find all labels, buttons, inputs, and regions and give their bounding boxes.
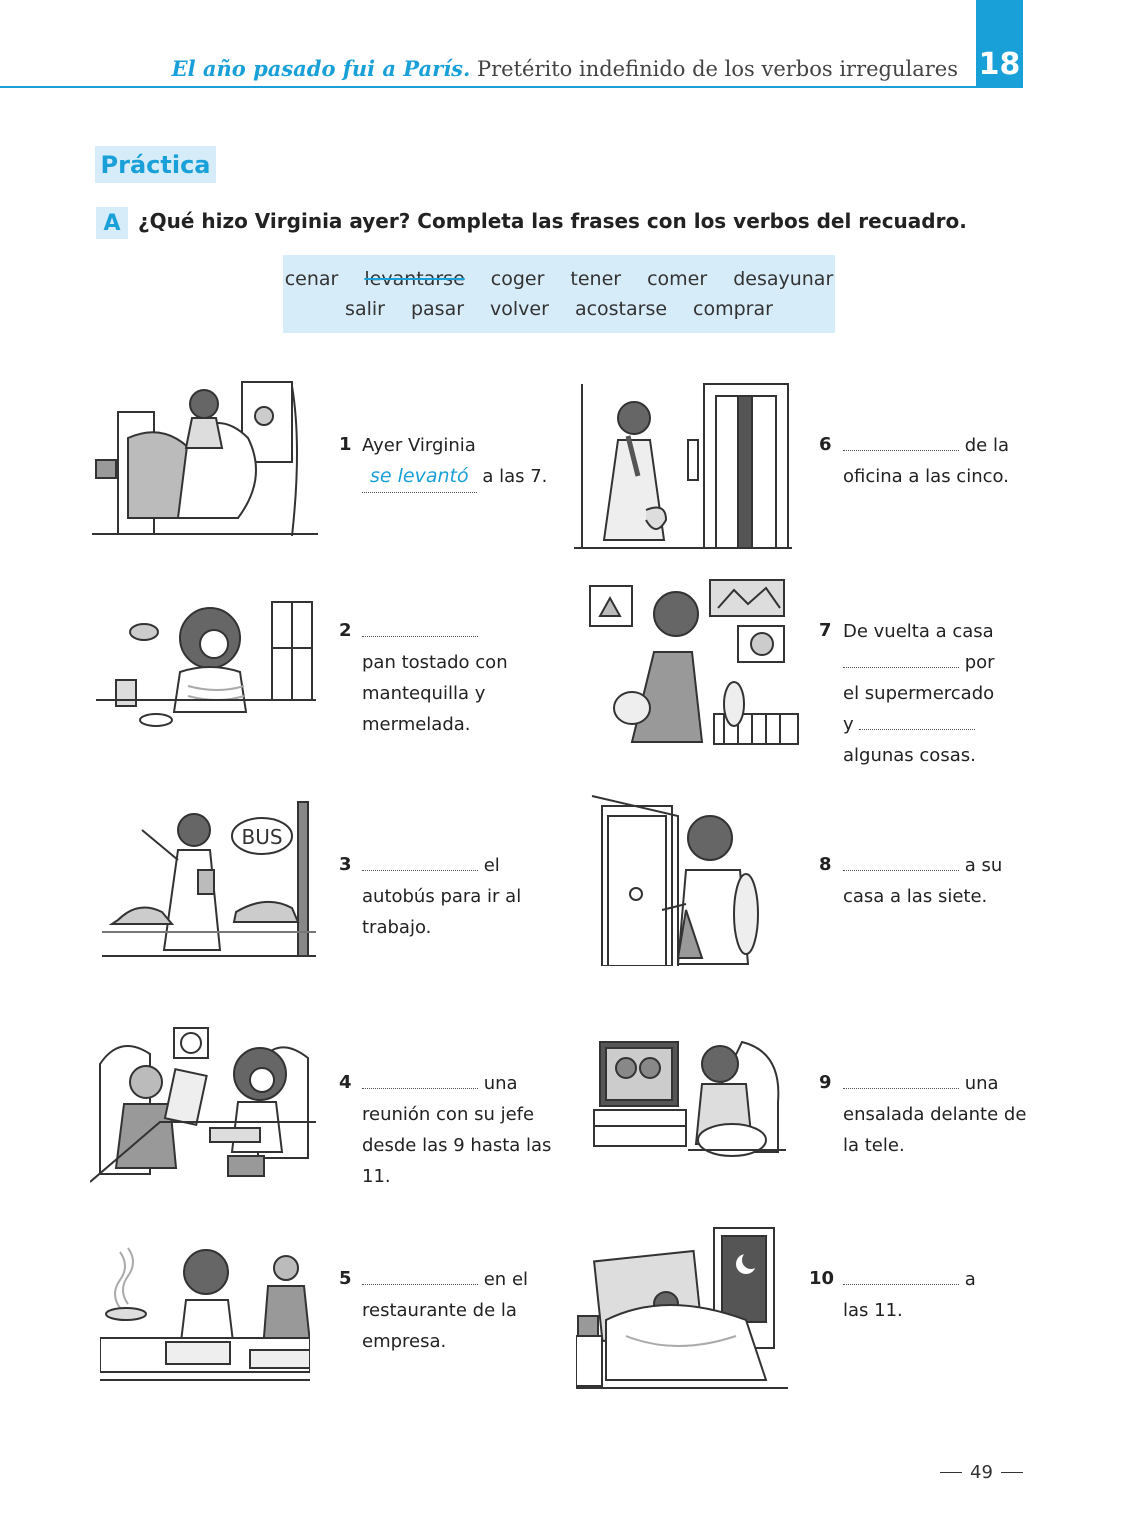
item-number: 10 xyxy=(809,1268,835,1289)
answer-blank-4[interactable] xyxy=(362,1068,478,1089)
item-8-after: a su xyxy=(964,855,1003,876)
item-9-line3: la tele. xyxy=(843,1135,905,1156)
exercise-letter: A xyxy=(96,207,128,239)
item-2-line4: mermelada. xyxy=(362,714,471,735)
item-9-after: una xyxy=(964,1073,999,1094)
word-item: desayunar xyxy=(733,268,834,290)
item-6-after: de la xyxy=(964,435,1009,456)
item-5-text: en el restaurante de la empresa. xyxy=(362,1264,528,1357)
item-7-line5: algunas cosas. xyxy=(843,745,976,766)
word-row-2: salir pasar volver acostarse comprar xyxy=(345,298,773,320)
item-4-text: una reunión con su jefe desde las 9 hast… xyxy=(362,1068,551,1192)
answer-blank-7a[interactable] xyxy=(843,647,959,668)
illustration-bus-stop: BUS xyxy=(102,801,316,957)
page-number: 49 xyxy=(940,1462,1023,1483)
illustration-meeting xyxy=(90,1027,316,1183)
word-item: comprar xyxy=(693,298,773,320)
word-item: volver xyxy=(490,298,549,320)
answer-blank-7b[interactable] xyxy=(859,709,976,730)
answer-blank-9[interactable] xyxy=(843,1068,959,1089)
header-title-italic: El año pasado fui a París. xyxy=(171,56,471,81)
answer-example: se levantó xyxy=(362,461,477,493)
item-number: 6 xyxy=(819,434,832,455)
item-5-line2: restaurante de la xyxy=(362,1300,517,1321)
verb-word-box: cenar levantarse coger tener comer desay… xyxy=(283,255,835,333)
item-10-line2: las 11. xyxy=(843,1300,903,1321)
illustration-waking-up xyxy=(92,381,318,537)
item-number: 4 xyxy=(339,1072,352,1093)
item-7-after: por xyxy=(964,652,995,673)
item-number: 1 xyxy=(339,434,352,455)
bus-sign-text: BUS xyxy=(241,825,282,849)
item-1-line: Ayer Virginia xyxy=(362,435,476,456)
item-4-after: una xyxy=(483,1073,518,1094)
answer-blank-3[interactable] xyxy=(362,850,478,871)
item-8-text: a su casa a las siete. xyxy=(843,850,1002,912)
item-number: 8 xyxy=(819,854,832,875)
page-number-text: 49 xyxy=(970,1462,993,1483)
item-9-text: una ensalada delante de la tele. xyxy=(843,1068,1026,1161)
item-9-line2: ensalada delante de xyxy=(843,1104,1027,1125)
word-item-struck: levantarse xyxy=(364,268,465,290)
item-3-line3: trabajo. xyxy=(362,917,432,938)
page-dash-right xyxy=(1000,1472,1023,1473)
illustration-watching-tv xyxy=(593,1040,786,1157)
item-7-line1: De vuelta a casa xyxy=(843,621,994,642)
item-7-text: De vuelta a casa por el supermercado y a… xyxy=(843,616,995,771)
header-rule xyxy=(0,86,978,88)
header-title: El año pasado fui a París. Pretérito ind… xyxy=(172,56,958,81)
word-item: coger xyxy=(490,268,545,290)
item-4-line2: reunión con su jefe xyxy=(362,1104,535,1125)
word-item: acostarse xyxy=(574,298,668,320)
illustration-coming-home xyxy=(591,795,759,966)
item-3-line2: autobús para ir al xyxy=(362,886,522,907)
answer-blank-2[interactable] xyxy=(362,616,478,637)
item-3-after: el xyxy=(483,855,500,876)
item-number: 7 xyxy=(819,620,832,641)
word-item: pasar xyxy=(410,298,465,320)
item-10-after: a xyxy=(964,1269,976,1290)
header-title-rest: Pretérito indefinido de los verbos irreg… xyxy=(477,57,958,81)
unit-number-badge: 18 xyxy=(976,0,1023,88)
item-number: 9 xyxy=(819,1072,832,1093)
item-6-text: de la oficina a las cinco. xyxy=(843,430,1009,492)
item-5-line3: empresa. xyxy=(362,1331,447,1352)
exercise-instruction: ¿Qué hizo Virginia ayer? Completa las fr… xyxy=(138,209,967,233)
item-2-line3: mantequilla y xyxy=(362,683,486,704)
item-2-line2: pan tostado con xyxy=(362,652,508,673)
section-label: Práctica xyxy=(95,146,216,183)
answer-blank-5[interactable] xyxy=(362,1264,478,1285)
item-6-line2: oficina a las cinco. xyxy=(843,466,1009,487)
item-4-line4: 11. xyxy=(362,1166,391,1187)
illustration-leaving-office xyxy=(574,383,792,549)
answer-blank-8[interactable] xyxy=(843,850,959,871)
word-item: comer xyxy=(647,268,708,290)
word-item: tener xyxy=(570,268,622,290)
item-1-text: Ayer Virginia se levantó a las 7. xyxy=(362,430,547,493)
item-8-line2: casa a las siete. xyxy=(843,886,988,907)
illustration-supermarket xyxy=(589,579,799,745)
item-number: 3 xyxy=(339,854,352,875)
word-item: cenar xyxy=(284,268,339,290)
illustration-going-to-bed xyxy=(576,1227,788,1389)
item-3-text: el autobús para ir al trabajo. xyxy=(362,850,521,943)
item-5-after: en el xyxy=(483,1269,529,1290)
word-row-1: cenar levantarse coger tener comer desay… xyxy=(285,268,834,290)
item-10-text: a las 11. xyxy=(843,1264,976,1326)
page-dash-left xyxy=(940,1472,962,1473)
item-7-line3: el supermercado xyxy=(843,683,995,704)
item-1-after: a las 7. xyxy=(482,466,548,487)
item-4-line3: desde las 9 hasta las xyxy=(362,1135,552,1156)
answer-blank-10[interactable] xyxy=(843,1264,959,1285)
item-number: 2 xyxy=(339,620,352,641)
item-number: 5 xyxy=(339,1268,352,1289)
illustration-restaurant xyxy=(100,1247,310,1381)
item-2-text: pan tostado con mantequilla y mermelada. xyxy=(362,616,508,740)
answer-blank-6[interactable] xyxy=(843,430,959,451)
word-item: salir xyxy=(345,298,385,320)
item-7-pre4: y xyxy=(843,714,854,735)
illustration-breakfast xyxy=(96,601,316,727)
